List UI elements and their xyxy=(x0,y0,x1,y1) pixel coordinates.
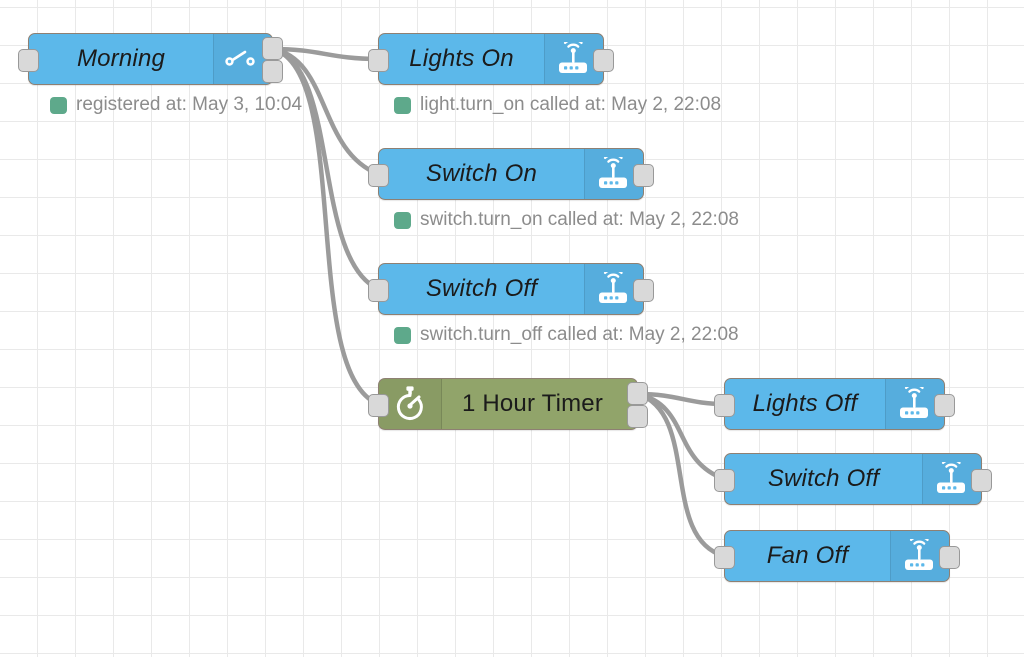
output-port-morning-1[interactable] xyxy=(262,37,283,60)
output-port-switch-off-2-1[interactable] xyxy=(971,468,992,492)
output-port-fan-off-1[interactable] xyxy=(939,545,960,569)
status-lights-on: light.turn_on called at: May 2, 22:08 xyxy=(394,94,721,116)
status-dot-icon xyxy=(394,211,411,229)
output-port-switch-off-1[interactable] xyxy=(633,278,654,302)
wire-one-hour-timer-to-switch-off-2[interactable] xyxy=(635,391,727,482)
status-switch-on: switch.turn_on called at: May 2, 22:08 xyxy=(394,209,739,231)
node-label: Lights Off xyxy=(752,390,858,417)
input-port-switch-on[interactable] xyxy=(368,163,389,187)
output-port-one-hour-timer-2[interactable] xyxy=(627,405,648,428)
node-label: Lights On xyxy=(409,45,514,72)
status-morning: registered at: May 3, 10:04 xyxy=(50,94,302,116)
node-morning[interactable]: Morning xyxy=(18,33,283,85)
node-label: 1 Hour Timer xyxy=(461,390,604,417)
wire-one-hour-timer-to-fan-off[interactable] xyxy=(635,391,727,559)
status-text: switch.turn_off called at: May 2, 22:08 xyxy=(420,324,739,345)
wifi-router-icon xyxy=(922,454,981,504)
wire-morning-to-lights-on[interactable] xyxy=(270,46,381,62)
status-text: switch.turn_on called at: May 2, 22:08 xyxy=(420,209,739,230)
stopwatch-icon xyxy=(379,379,442,429)
node-label: Switch Off xyxy=(425,275,538,302)
node-one-hour-timer[interactable]: 1 Hour Timer xyxy=(368,378,648,430)
node-lights-on[interactable]: Lights On xyxy=(368,33,614,85)
node-label: Morning xyxy=(76,45,166,72)
status-text: registered at: May 3, 10:04 xyxy=(76,94,303,115)
node-switch-off-2[interactable]: Switch Off xyxy=(714,453,992,505)
output-port-lights-on-1[interactable] xyxy=(593,48,614,72)
node-lights-off[interactable]: Lights Off xyxy=(714,378,955,430)
status-dot-icon xyxy=(50,96,67,114)
input-port-morning[interactable] xyxy=(18,48,39,72)
status-text: light.turn_on called at: May 2, 22:08 xyxy=(420,94,722,115)
input-port-lights-off[interactable] xyxy=(714,393,735,417)
input-port-switch-off[interactable] xyxy=(368,278,389,302)
output-port-morning-2[interactable] xyxy=(262,60,283,83)
node-switch-on[interactable]: Switch On xyxy=(368,148,654,200)
input-port-fan-off[interactable] xyxy=(714,545,735,569)
output-port-switch-on-1[interactable] xyxy=(633,163,654,187)
output-port-lights-off-1[interactable] xyxy=(934,393,955,417)
wifi-router-icon xyxy=(544,34,603,84)
input-port-lights-on[interactable] xyxy=(368,48,389,72)
status-dot-icon xyxy=(394,326,411,344)
status-dot-icon xyxy=(394,96,411,114)
node-label: Fan Off xyxy=(766,542,849,569)
wire-one-hour-timer-to-lights-off[interactable] xyxy=(635,391,727,407)
output-port-one-hour-timer-1[interactable] xyxy=(627,382,648,405)
node-switch-off[interactable]: Switch Off xyxy=(368,263,654,315)
node-fan-off[interactable]: Fan Off xyxy=(714,530,960,582)
status-switch-off: switch.turn_off called at: May 2, 22:08 xyxy=(394,324,739,346)
node-label: Switch Off xyxy=(767,465,880,492)
node-label: Switch On xyxy=(425,160,538,187)
wire-morning-to-switch-off[interactable] xyxy=(270,46,381,292)
input-port-one-hour-timer[interactable] xyxy=(368,393,389,417)
input-port-switch-off-2[interactable] xyxy=(714,468,735,492)
